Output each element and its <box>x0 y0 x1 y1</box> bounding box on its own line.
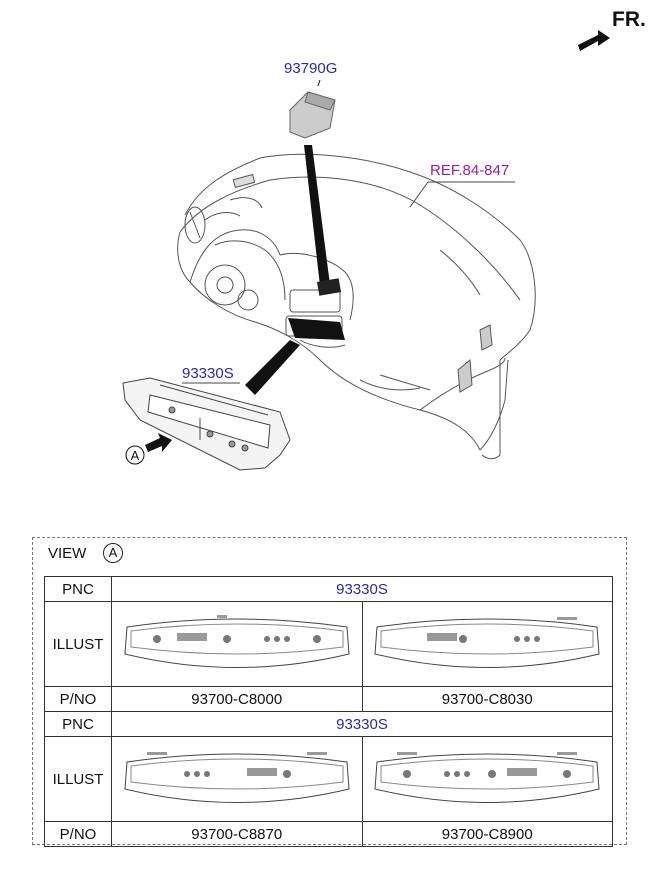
pnc-header: PNC <box>44 576 112 602</box>
controller-leader <box>245 318 345 395</box>
steering-wheel <box>204 264 259 311</box>
panel-illustration-c8030 <box>374 617 600 668</box>
pnc-value[interactable]: 93330S <box>111 711 613 737</box>
callout-93790g[interactable]: 93790G <box>284 60 338 77</box>
reference-leader <box>409 181 429 208</box>
module-leader <box>304 145 342 296</box>
dashboard-outline <box>177 153 536 460</box>
callout-93330s[interactable]: 93330S <box>182 365 234 382</box>
table-row: ILLUST <box>44 736 613 822</box>
part-number[interactable]: 93700-C8000 <box>111 686 363 712</box>
panel-illustration-c8000 <box>124 615 350 668</box>
callout-reference[interactable]: REF.84-847 <box>430 162 510 179</box>
view-marker-circle: A <box>103 543 123 563</box>
air-vent-top <box>232 173 256 189</box>
pnc-header: PNC <box>44 711 112 737</box>
svg-text:A: A <box>131 448 140 463</box>
view-title: VIEW <box>48 545 87 562</box>
part-number[interactable]: 93700-C8900 <box>361 821 613 847</box>
module-93790g-illustration <box>289 79 336 139</box>
pno-header: P/NO <box>44 686 112 712</box>
panel-illustration-c8900 <box>374 752 600 803</box>
table-row: ILLUST <box>44 601 613 687</box>
illust-cell <box>111 601 363 687</box>
part-number[interactable]: 93700-C8870 <box>111 821 363 847</box>
forward-arrow-icon <box>578 30 610 51</box>
pnc-value[interactable]: 93330S <box>111 576 613 602</box>
table-row: P/NO 93700-C8000 93700-C8030 <box>44 686 613 712</box>
pno-header: P/NO <box>44 821 112 847</box>
illust-cell <box>361 736 613 822</box>
view-a-arrow <box>145 433 172 452</box>
dashboard-exploded-diagram: A <box>122 30 610 471</box>
illust-cell <box>111 736 363 822</box>
panel-illustration-c8870 <box>124 752 350 803</box>
parts-table: PNC 93330S ILLUST <box>44 576 613 847</box>
air-vent-right <box>457 324 493 393</box>
controller-93330s-illustration <box>122 377 291 471</box>
illust-cell <box>361 601 613 687</box>
table-row: PNC 93330S <box>44 711 613 737</box>
table-row: P/NO 93700-C8870 93700-C8900 <box>44 821 613 847</box>
part-number[interactable]: 93700-C8030 <box>361 686 613 712</box>
air-vent-left <box>184 206 206 244</box>
table-row: PNC 93330S <box>44 576 613 602</box>
illust-header: ILLUST <box>44 736 112 822</box>
front-direction-label: FR. <box>612 8 646 31</box>
illust-header: ILLUST <box>44 601 112 687</box>
view-a-marker: A <box>125 445 145 465</box>
